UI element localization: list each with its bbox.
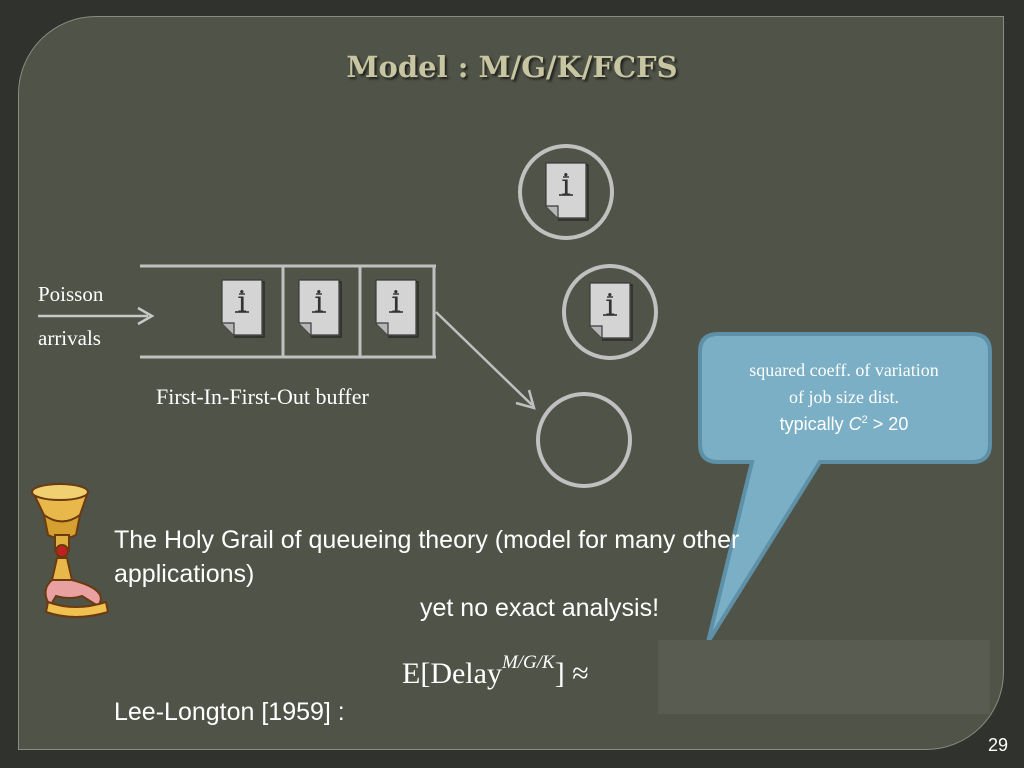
callout-line-2: of job size dist. (789, 387, 899, 407)
fifo-buffer (140, 264, 436, 359)
server-1 (518, 144, 614, 240)
arrivals-label-arrivals: arrivals (38, 326, 101, 350)
lee-longton-citation: Lee-Longton [1959] : (114, 698, 345, 726)
holy-grail-line-1: The Holy Grail of queueing theory (model… (114, 526, 740, 554)
holy-grail-line-2: applications) (114, 560, 255, 588)
dispatch-arrow (435, 311, 536, 410)
document-info-icon (589, 282, 633, 341)
holy-grail-icon (31, 483, 110, 618)
callout-text: squared coeff. of variation of job size … (700, 357, 988, 438)
server-2 (562, 264, 658, 360)
arrivals-label-poisson: Poisson (38, 282, 104, 306)
document-info-icon (298, 279, 342, 338)
callout-balloon (698, 332, 992, 644)
document-info-icon (545, 162, 589, 221)
server-3 (536, 392, 632, 488)
buffer-label: First-In-First-Out buffer (156, 384, 369, 409)
arrival-arrow (38, 306, 155, 326)
page-number: 29 (987, 735, 1008, 755)
formula: E[DelayM/G/K] ≈ (402, 652, 589, 690)
document-info-icon (221, 279, 265, 338)
no-exact-analysis: yet no exact analysis! (420, 594, 660, 622)
slide-title: Model : M/G/K/FCFS (346, 50, 678, 84)
callout-line-3: typically C2 > 20 (779, 414, 909, 434)
callout-line-1: squared coeff. of variation (749, 360, 939, 380)
document-info-icon (375, 279, 419, 338)
formula-cover (658, 640, 990, 714)
